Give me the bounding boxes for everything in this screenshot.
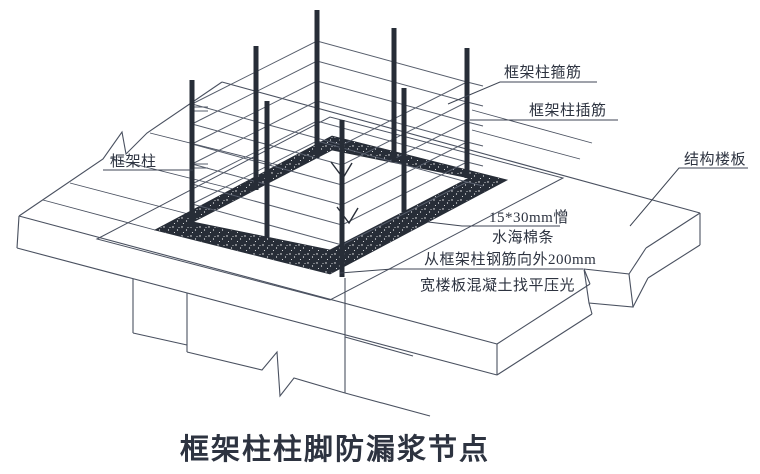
label-slurry-line1: 从框架柱钢筋向外200mm: [424, 251, 596, 268]
stirrup-hook-ticks: [193, 106, 208, 169]
label-sponge-line2: 水海棉条: [492, 229, 554, 246]
slab-back-right-edge: [221, 81, 701, 214]
leader-sponge: [427, 221, 560, 227]
slab-mesh-lines: [42, 109, 593, 231]
slab-front-right-bottom-edge-a: [496, 313, 593, 376]
slab-outline: [16, 81, 701, 417]
slab-left-corner-edge: [16, 215, 20, 249]
slab-front-right-top-edge-b: [496, 283, 591, 345]
slab-front-left-bottom-edge: [16, 247, 498, 376]
label-dowel: 框架柱插筋: [529, 102, 607, 119]
label-sponge-line1: 15*30mm憎: [489, 208, 569, 226]
column-dowel-bars: [189, 10, 470, 277]
leader-slab: [629, 167, 748, 227]
slab-front-right-bottom-edge-b: [647, 244, 701, 279]
label-slurry-line2: 宽楼板混凝土找平压光: [420, 276, 575, 294]
down-arrows: [330, 161, 359, 225]
column-below-slab: [132, 278, 431, 417]
leader-slurry: [339, 268, 583, 274]
label-column: 框架柱: [110, 153, 157, 170]
slab-back-left-edge-with-break: [18, 81, 223, 217]
slab-front-right-top-edge-a: [645, 212, 701, 249]
label-stirrup: 框架柱箍筋: [504, 64, 582, 81]
column-break-line: [186, 350, 346, 398]
label-slab: 结构楼板: [684, 150, 746, 168]
leveling-zone-outline: [95, 116, 565, 301]
leader-lines: [103, 81, 748, 274]
leader-stirrup: [447, 81, 597, 105]
slab-break-cut: [583, 247, 649, 315]
figure-title: 框架柱柱脚防漏浆节点: [180, 432, 490, 466]
slab-front-left-top-edge: [18, 215, 498, 345]
